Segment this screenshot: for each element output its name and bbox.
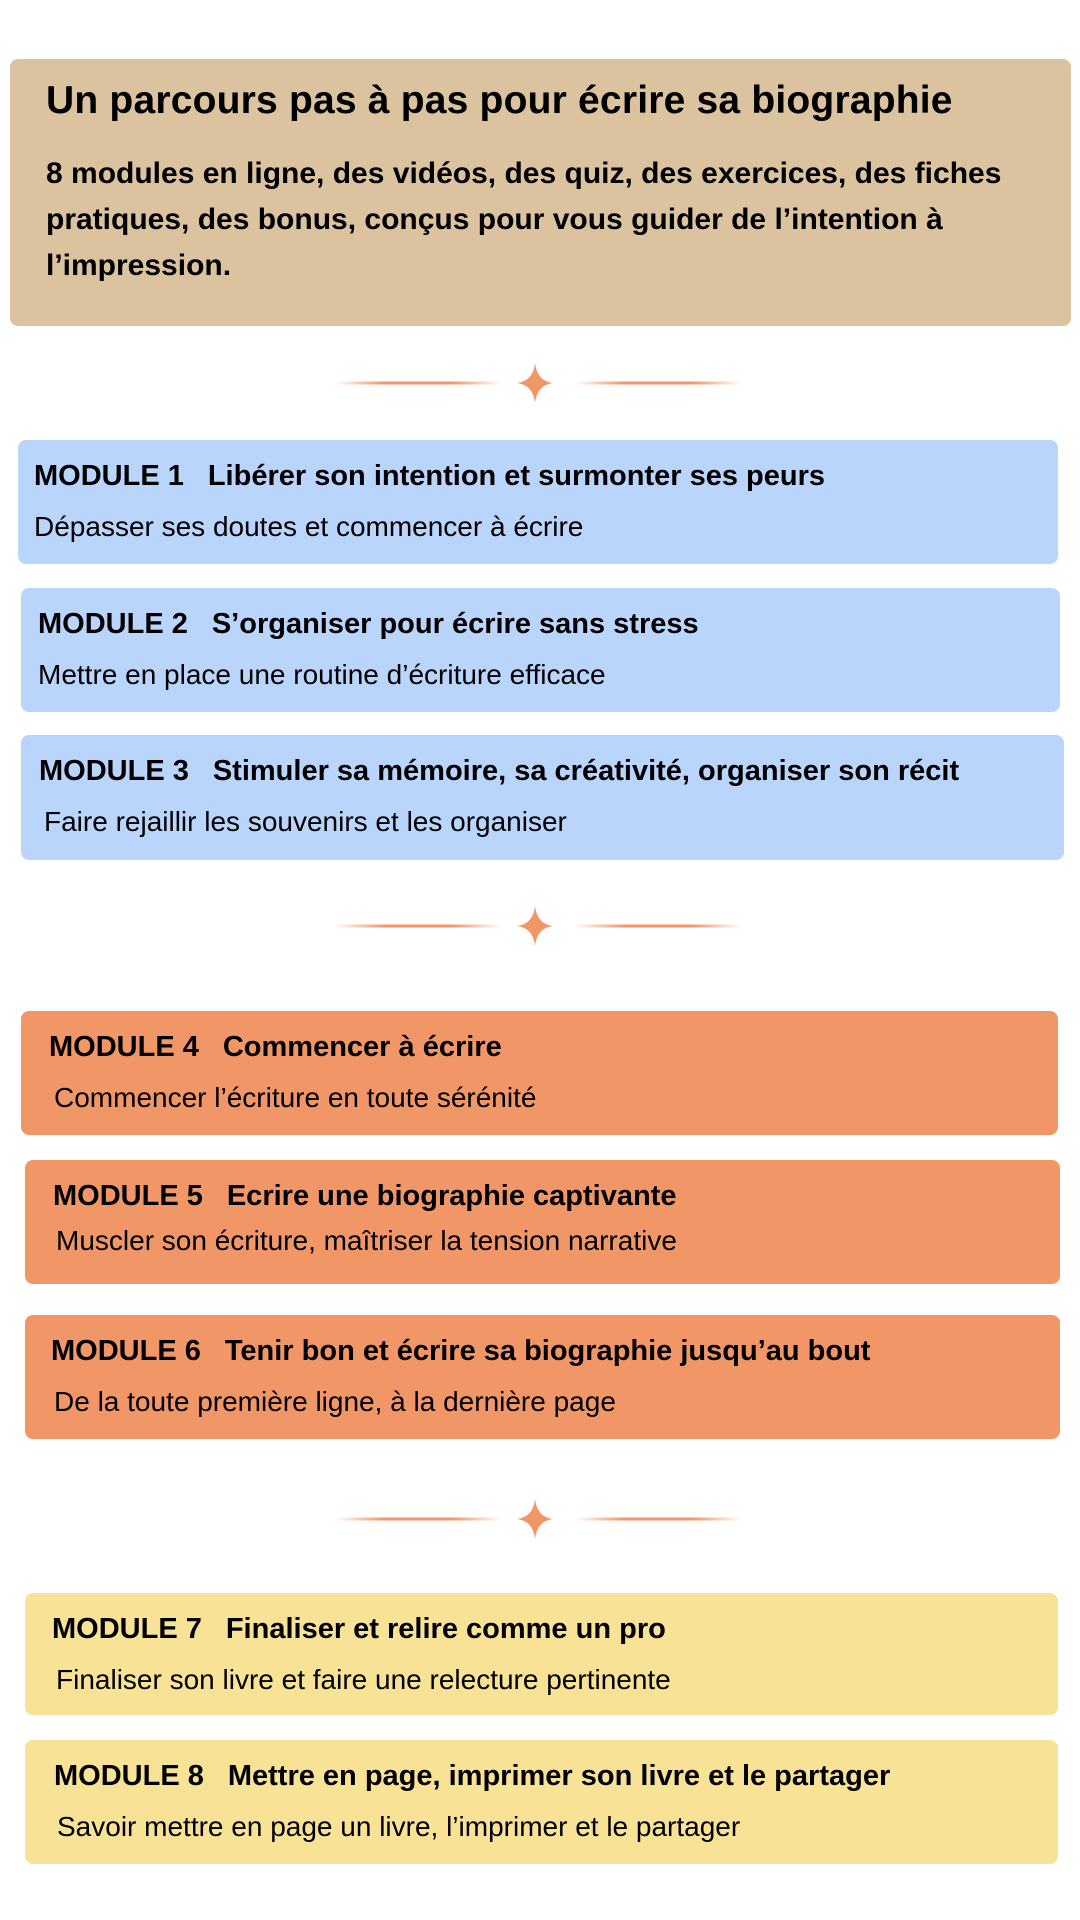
module-number: MODULE 6	[51, 1335, 201, 1367]
intro-description: 8 modules en ligne, des vidéos, des quiz…	[46, 157, 1002, 282]
module-subtitle: De la toute première ligne, à la dernièr…	[54, 1386, 616, 1417]
module-1-card[interactable]: MODULE 1 Libérer son intention et surmont…	[18, 440, 1058, 564]
module-title: Tenir bon et écrire sa biographie jusqu’…	[224, 1335, 871, 1367]
module-number: MODULE 1	[34, 460, 184, 492]
module-title: Mettre en page, imprimer son livre et le…	[227, 1760, 891, 1792]
module-title: Ecrire une biographie captivante	[226, 1180, 677, 1212]
intro-banner: Un parcours pas à pas pour écrire sa bio…	[10, 59, 1071, 326]
module-6-card[interactable]: MODULE 6 Tenir bon et écrire sa biographi…	[25, 1315, 1060, 1439]
module-3-card[interactable]: MODULE 3 Stimuler sa mémoire, sa créativi…	[21, 735, 1064, 860]
module-title: Libérer son intention et surmonter ses p…	[207, 460, 826, 492]
module-title: Commencer à écrire	[222, 1031, 502, 1063]
module-number: MODULE 7	[52, 1613, 202, 1645]
module-number: MODULE 5	[53, 1180, 203, 1212]
module-7-card[interactable]: MODULE 7 Finaliser et relire comme un pro…	[25, 1593, 1058, 1715]
module-4-card[interactable]: MODULE 4 Commencer à écrire Commencer l’é…	[21, 1011, 1058, 1135]
module-subtitle: Muscler son écriture, maîtriser la tensi…	[56, 1225, 677, 1256]
module-title: Stimuler sa mémoire, sa créativité, orga…	[212, 755, 960, 787]
module-subtitle: Finaliser son livre et faire une relectu…	[56, 1664, 671, 1695]
module-2-card[interactable]: MODULE 2 S’organiser pour écrire sans str…	[21, 588, 1060, 712]
module-subtitle: Faire rejaillir les souvenirs et les org…	[44, 806, 567, 837]
module-number: MODULE 3	[39, 755, 189, 787]
star-divider-icon	[334, 363, 742, 403]
module-subtitle: Savoir mettre en page un livre, l’imprim…	[57, 1811, 741, 1842]
module-number: MODULE 2	[38, 608, 188, 640]
module-subtitle: Dépasser ses doutes et commencer à écrir…	[34, 511, 584, 542]
module-number: MODULE 4	[49, 1031, 199, 1063]
module-number: MODULE 8	[54, 1760, 204, 1792]
module-title: Finaliser et relire comme un pro	[225, 1613, 666, 1645]
module-subtitle: Commencer l’écriture en toute sérénité	[54, 1082, 537, 1113]
module-8-card[interactable]: MODULE 8 Mettre en page, imprimer son liv…	[25, 1740, 1058, 1864]
star-divider-icon	[334, 906, 742, 946]
star-divider-icon	[334, 1499, 742, 1539]
module-title: S’organiser pour écrire sans stress	[211, 608, 699, 640]
module-subtitle: Mettre en place une routine d’écriture e…	[38, 659, 606, 690]
page-title: Un parcours pas à pas pour écrire sa bio…	[46, 79, 953, 122]
module-5-card[interactable]: MODULE 5 Ecrire une biographie captivante…	[25, 1160, 1060, 1284]
